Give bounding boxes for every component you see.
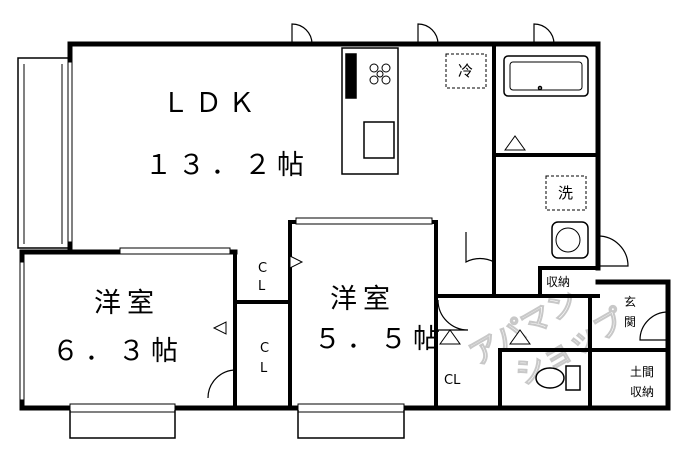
sills (69, 410, 405, 439)
closet1-l: L (258, 279, 266, 294)
kitchen-counter (341, 47, 399, 175)
doors (207, 23, 669, 399)
entrance-label-1: 玄 (624, 294, 636, 309)
toilet-icon (535, 365, 581, 391)
western1-size: ６．３帖 (52, 336, 184, 367)
storage-label: 収納 (546, 275, 570, 289)
western2-size: ５．５帖 (314, 324, 446, 355)
door-markers (212, 135, 531, 345)
fridge-label: 冷 (458, 62, 473, 80)
doma-label-2: 収納 (630, 385, 654, 399)
doma-label-1: 土間 (630, 365, 654, 379)
fridge-area (445, 53, 487, 89)
interior-walls (233, 42, 670, 410)
windows (19, 61, 433, 413)
closet3-label: CL (444, 373, 461, 388)
closet2-l: L (260, 361, 268, 376)
ldk-name: ＬＤＫ (162, 88, 261, 119)
washer-label: 洗 (558, 184, 573, 202)
western1-name: 洋室 (94, 288, 160, 319)
closet1-c: C (258, 261, 267, 276)
entrance-label-2: 関 (624, 315, 636, 329)
bathtub-icon (503, 55, 589, 97)
closet2-c: C (260, 341, 269, 356)
balcony (17, 57, 71, 249)
stove-icon (369, 63, 391, 85)
western2-name: 洋室 (330, 284, 396, 315)
ldk-size: １３．２帖 (145, 150, 310, 181)
washer-area (545, 175, 587, 211)
washbasin-icon (551, 221, 589, 259)
